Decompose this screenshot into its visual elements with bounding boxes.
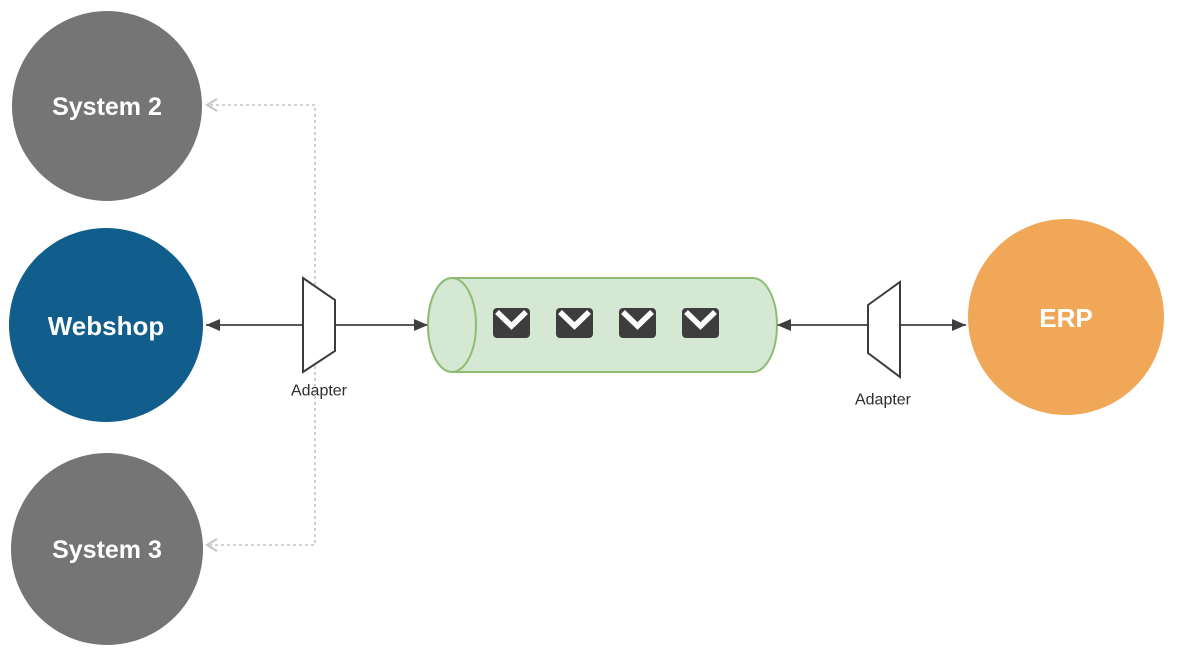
node-system3-label: System 3 [52, 536, 162, 564]
dashed-arrowhead-system3 [205, 538, 218, 552]
message-queue-cap [427, 277, 477, 373]
node-webshop-label: Webshop [48, 311, 165, 341]
adapter-left [302, 276, 336, 374]
envelope-icon [619, 308, 656, 338]
arrowhead-queue-left [414, 319, 428, 331]
envelope-icon [682, 308, 719, 338]
adapter-right-label: Adapter [855, 392, 912, 409]
adapter-left-label: Adapter [291, 383, 348, 400]
envelope-icon [493, 308, 530, 338]
arrowhead-webshop [206, 319, 220, 331]
node-system2-label: System 2 [52, 93, 162, 121]
envelope-icon [556, 308, 593, 338]
node-erp [968, 219, 1164, 415]
arrowhead-queue-right [777, 319, 791, 331]
arrowhead-erp [952, 319, 966, 331]
message-queue [427, 277, 778, 373]
adapter-right [867, 280, 901, 379]
node-erp-label: ERP [1039, 303, 1092, 333]
queue-messages [493, 308, 719, 338]
node-system2 [12, 11, 202, 201]
node-system3 [11, 453, 203, 645]
node-webshop [9, 228, 203, 422]
dashed-arrowhead-system2 [205, 98, 218, 112]
